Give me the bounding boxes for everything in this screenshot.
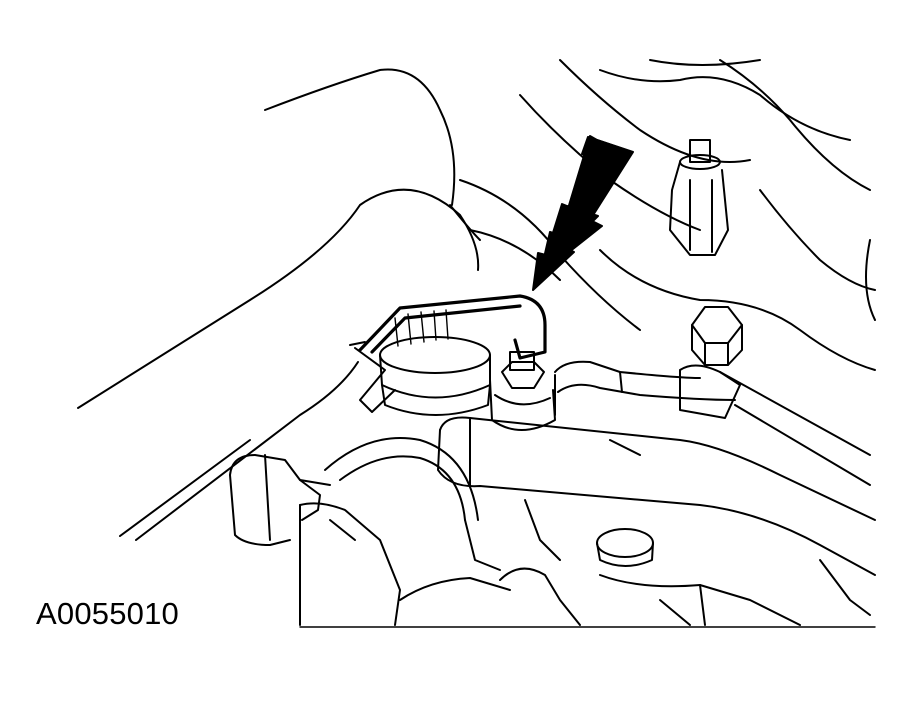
- hex-bolt: [691, 306, 743, 366]
- lower-casting: [229, 437, 561, 626]
- filler-neck-cap: [349, 336, 491, 416]
- vacuum-hose: [554, 360, 871, 486]
- front-tube: [437, 416, 876, 576]
- mounting-stud: [669, 139, 729, 256]
- lower-hardware: [399, 528, 871, 626]
- figure-id-label: A0055010: [36, 596, 179, 631]
- background-contours: [459, 59, 876, 371]
- indicator-arrows: [532, 135, 634, 291]
- arrow-lower: [532, 203, 599, 291]
- pcv-valve-fitting: [489, 351, 556, 431]
- pcv-hose: [358, 294, 547, 360]
- air-intake-tube: [77, 68, 481, 541]
